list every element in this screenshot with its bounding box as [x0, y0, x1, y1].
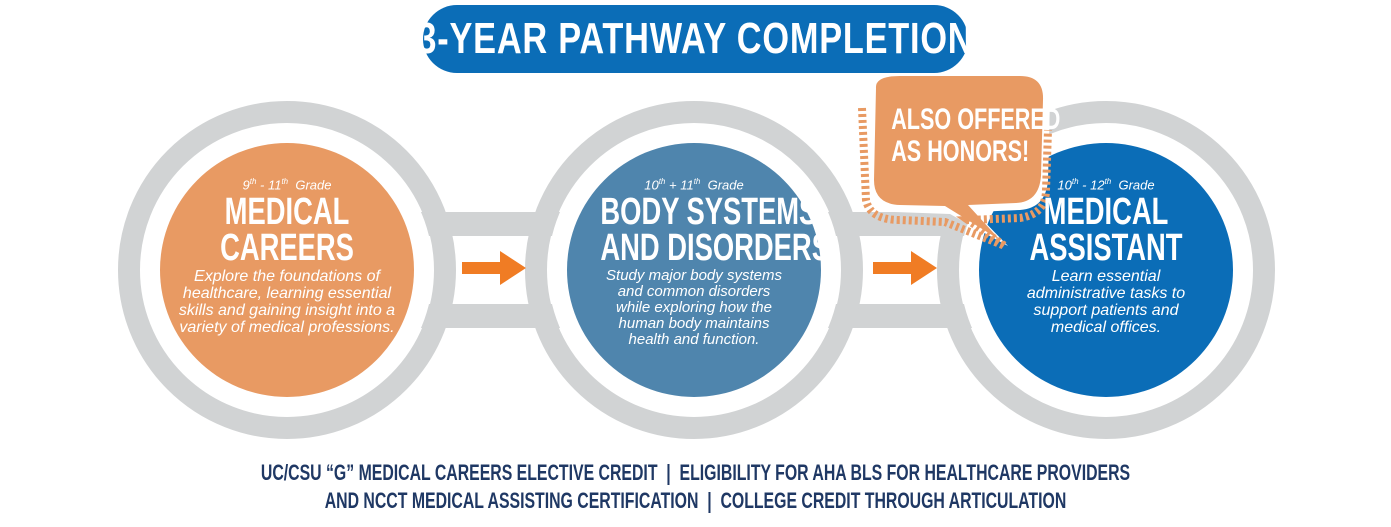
course-circle-1 — [160, 143, 414, 397]
ring-1 — [118, 101, 456, 439]
course-description: Learn essential administrative tasks to … — [1026, 268, 1186, 337]
course-description: Explore the foundations of healthcare, l… — [178, 268, 396, 337]
page-title: 3-YEAR PATHWAY COMPLETION — [418, 5, 973, 73]
grade-range: 10th - 12th Grade — [1057, 177, 1155, 193]
course-description: Study major body systems and common diso… — [606, 267, 782, 349]
arrow-right-icon — [462, 251, 526, 285]
speech-bubble — [858, 70, 1052, 250]
footer-benefits-line-2: AND NCCT MEDICAL ASSISTING CERTIFICATION… — [324, 488, 1067, 513]
course-circle-2 — [567, 143, 821, 397]
arrow-right-icon — [873, 251, 937, 285]
ring-2 — [525, 101, 863, 439]
ring-3 — [937, 101, 1275, 439]
footer-benefits-line-1: UC/CSU “G” MEDICAL CAREERS ELECTIVE CRED… — [260, 460, 1131, 485]
grade-range: 10th + 11th Grade — [644, 177, 744, 193]
honors-callout: ALSO OFFERED AS HONORS! — [891, 103, 1061, 168]
grade-range: 9th - 11th Grade — [242, 177, 332, 193]
